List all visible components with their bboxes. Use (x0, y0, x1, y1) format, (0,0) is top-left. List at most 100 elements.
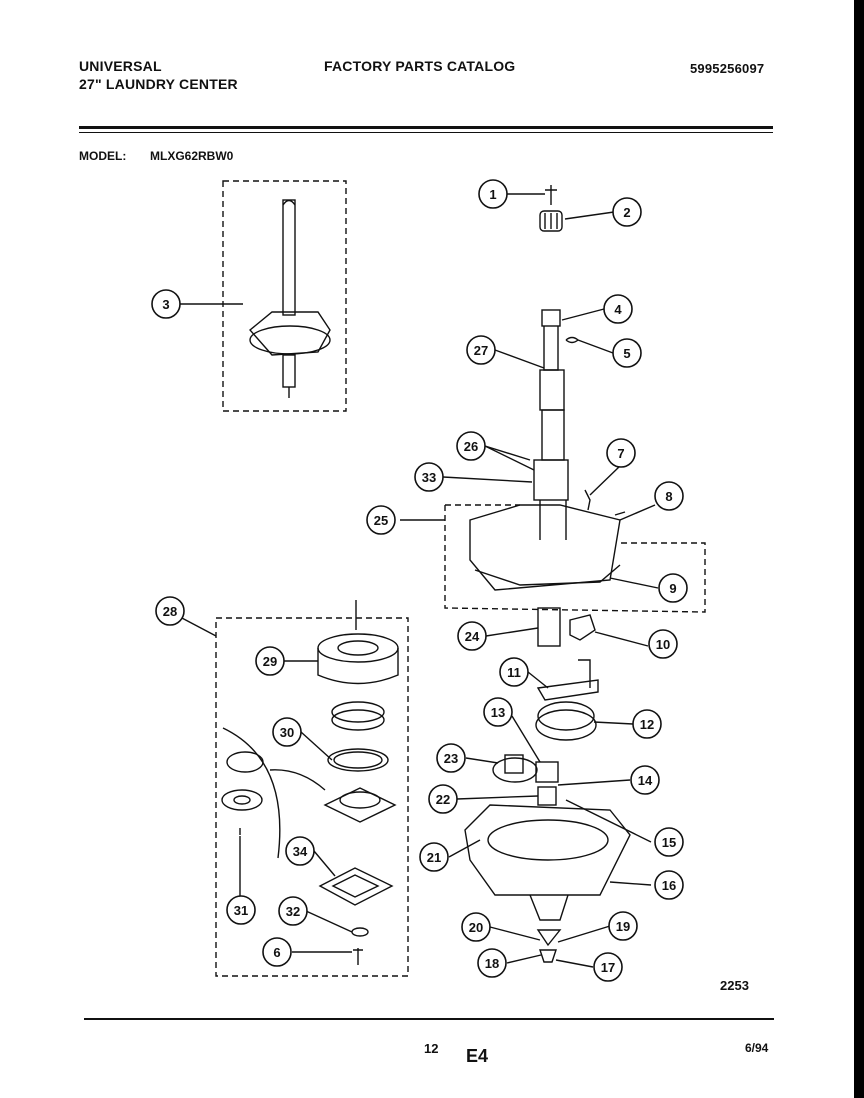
callout-number: 30 (280, 725, 294, 740)
callout-number: 7 (617, 446, 624, 461)
callout-22: 22 (428, 784, 458, 814)
callout-number: 13 (491, 705, 505, 720)
model-label: MODEL: (79, 149, 127, 163)
catalog-part-number: 5995256097 (690, 61, 765, 76)
model-number: MLXG62RBW0 (150, 149, 234, 163)
callout-30: 30 (272, 717, 302, 747)
footer-rule (84, 1018, 774, 1020)
gearcase-cover-box (444, 504, 706, 613)
callout-circle (478, 179, 508, 209)
callout-circle (606, 438, 636, 468)
callout-number: 33 (422, 470, 436, 485)
callout-13: 13 (483, 697, 513, 727)
callout-number: 32 (286, 904, 300, 919)
callout-number: 4 (614, 302, 622, 317)
revision-date: 6/94 (745, 1041, 769, 1055)
header-rule-thick (79, 126, 773, 129)
callout-circle (457, 621, 487, 651)
leader-lines (179, 193, 659, 968)
callout-number: 12 (640, 717, 654, 732)
callout-2: 2 (612, 197, 642, 227)
callout-circle (483, 697, 513, 727)
callout-circle (461, 912, 491, 942)
transmission-assembly-box (222, 180, 347, 412)
callout-circle (226, 895, 256, 925)
callout-number: 22 (436, 792, 450, 807)
callout-number: 15 (662, 835, 676, 850)
seal-kit-box (215, 617, 409, 977)
callout-19: 19 (608, 911, 638, 941)
callout-circle (278, 896, 308, 926)
page-number: 12 (424, 1041, 439, 1056)
callout-21: 21 (419, 842, 449, 872)
callout-17: 17 (593, 952, 623, 982)
callout-11: 11 (499, 657, 529, 687)
callout-25: 25 (366, 505, 396, 535)
callout-circle (608, 911, 638, 941)
callout-12: 12 (632, 709, 662, 739)
callout-5: 5 (612, 338, 642, 368)
callout-16: 16 (654, 870, 684, 900)
callout-circle (456, 431, 486, 461)
callout-8: 8 (654, 481, 684, 511)
callout-number: 3 (162, 297, 169, 312)
callout-number: 9 (669, 581, 676, 596)
callout-circle (630, 765, 660, 795)
callout-number: 24 (465, 629, 480, 644)
callout-number: 19 (616, 919, 630, 934)
catalog-title: FACTORY PARTS CATALOG (324, 58, 516, 74)
callout-27: 27 (466, 335, 496, 365)
callout-number: 29 (263, 654, 277, 669)
callout-4: 4 (603, 294, 633, 324)
callout-number: 10 (656, 637, 670, 652)
callout-number: 2 (623, 205, 630, 220)
callout-29: 29 (255, 646, 285, 676)
callout-circle (612, 197, 642, 227)
callout-number: 26 (464, 439, 478, 454)
callout-7: 7 (606, 438, 636, 468)
callout-24: 24 (457, 621, 487, 651)
callout-number: 27 (474, 343, 488, 358)
callout-34: 34 (285, 836, 315, 866)
callout-circle (262, 937, 292, 967)
callout-circle (612, 338, 642, 368)
callout-number: 14 (638, 773, 653, 788)
callout-number: 25 (374, 513, 388, 528)
callout-20: 20 (461, 912, 491, 942)
callout-circle (414, 462, 444, 492)
callout-number: 20 (469, 920, 483, 935)
agitate-shaft-drawing (469, 185, 626, 647)
callout-circle (654, 827, 684, 857)
callout-28: 28 (155, 596, 185, 626)
callout-31: 31 (226, 895, 256, 925)
callout-1: 1 (478, 179, 508, 209)
brand-name: UNIVERSAL (79, 58, 162, 74)
callout-circle (272, 717, 302, 747)
callout-6: 6 (262, 937, 292, 967)
gearcase-drawing (464, 614, 631, 963)
callout-18: 18 (477, 948, 507, 978)
callout-circle (593, 952, 623, 982)
callout-15: 15 (654, 827, 684, 857)
callout-number: 31 (234, 903, 248, 918)
callout-number: 8 (665, 489, 672, 504)
callout-circle (603, 294, 633, 324)
callout-9: 9 (658, 573, 688, 603)
section-code: E4 (466, 1046, 489, 1066)
callout-circle (151, 289, 181, 319)
callout-circle (648, 629, 678, 659)
callout-circle (366, 505, 396, 535)
callout-number: 11 (507, 665, 521, 680)
callout-circle (658, 573, 688, 603)
product-line: 27" LAUNDRY CENTER (79, 76, 238, 92)
callout-circle (477, 948, 507, 978)
callout-number: 21 (427, 850, 441, 865)
header-rule-thin (79, 132, 773, 133)
callout-number: 5 (623, 346, 630, 361)
callout-circle (466, 335, 496, 365)
callout-circle (654, 481, 684, 511)
seal-kit-drawing (221, 600, 399, 965)
